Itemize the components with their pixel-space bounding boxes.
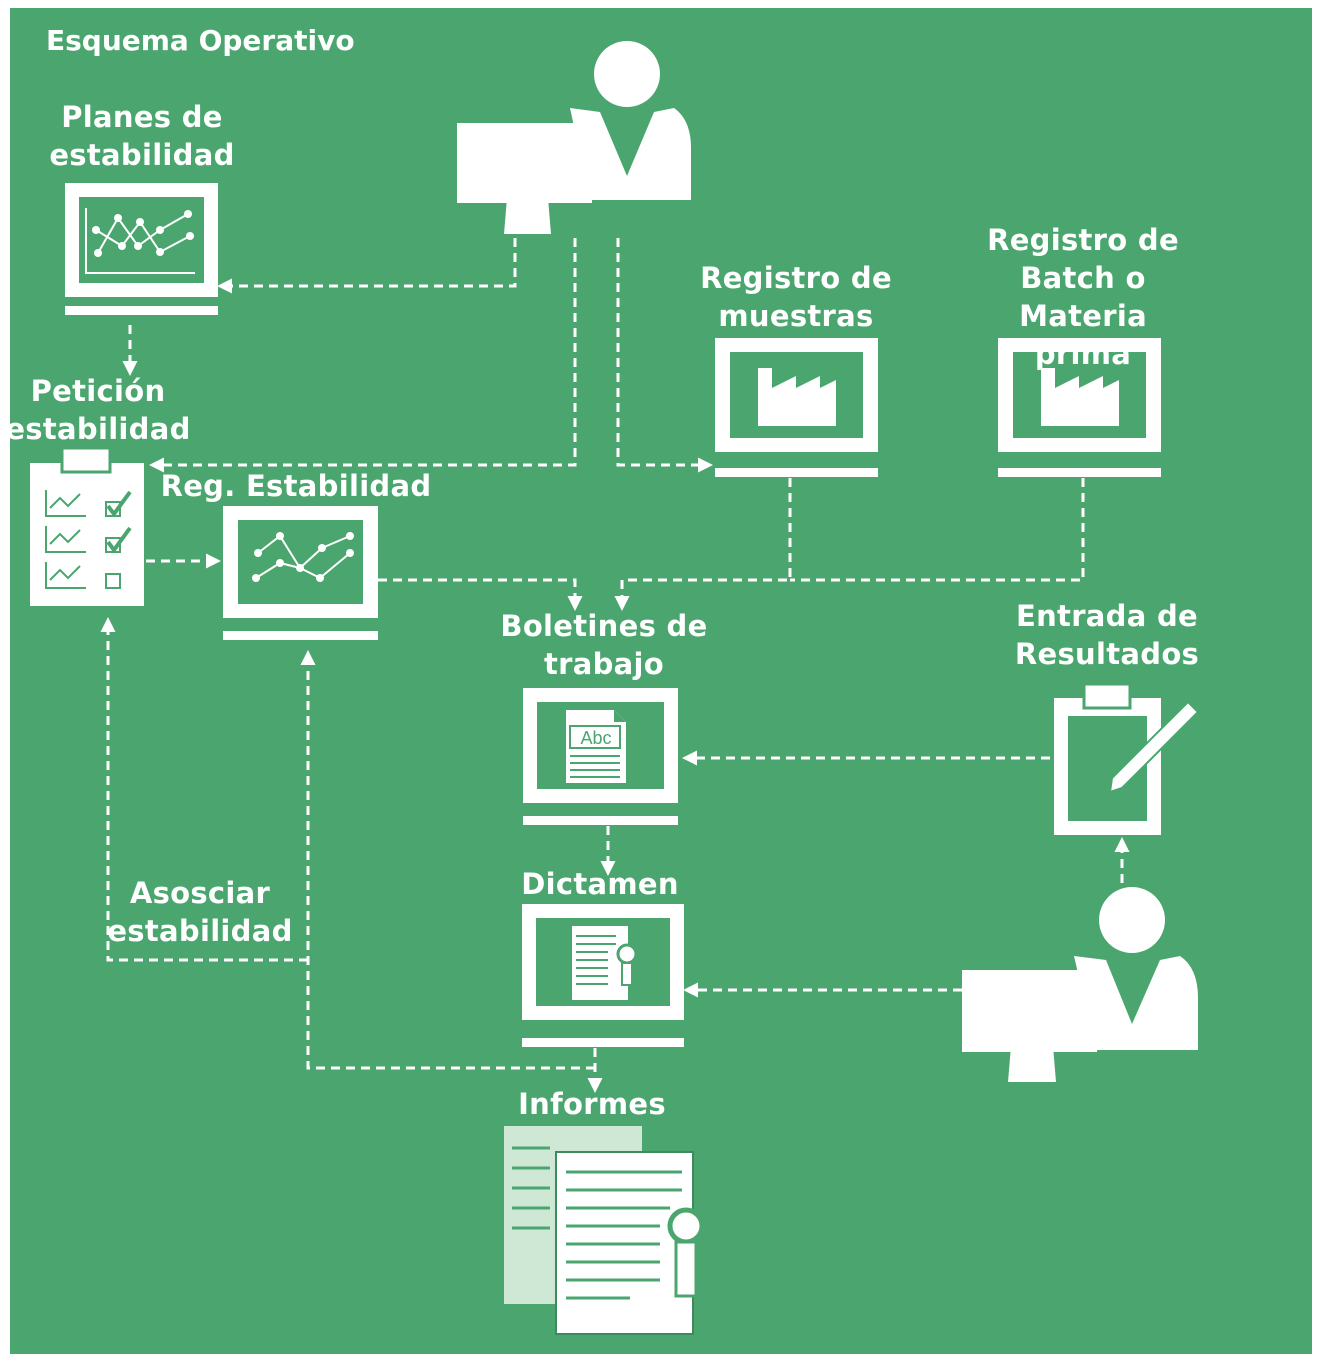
label-registro-batch: Registro de Batch o Materia prima: [987, 223, 1179, 371]
connector-user-to-peticion: [149, 238, 577, 473]
connector-informes-to-regestab: [300, 650, 595, 1070]
reports-icon: [504, 1126, 705, 1335]
factory-monitor-icon: [998, 338, 1161, 477]
label-boletines-trabajo: Boletines de trabajo: [500, 609, 708, 681]
label-reg-estabilidad: Reg. Estabilidad: [160, 469, 432, 503]
diagram-title: Esquema Operativo: [46, 24, 355, 57]
factory-monitor-icon: [715, 338, 878, 477]
user-computer-icon: [457, 41, 691, 234]
document-monitor-icon: [523, 688, 678, 825]
connector-muestras-to-boletines: [614, 478, 792, 611]
user-computer-icon: [962, 887, 1198, 1082]
connector-user-to-muestras: [616, 238, 713, 473]
chart-monitor-icon: [223, 506, 378, 640]
clipboard-pencil-icon: [1054, 682, 1200, 835]
label-peticion-estabilidad: Petición estabilidad: [5, 374, 191, 446]
label-dictamen: Dictamen: [521, 867, 679, 901]
label-informes: Informes: [518, 1087, 666, 1121]
chart-monitor-icon: [65, 183, 218, 315]
certificate-monitor-icon: [522, 904, 684, 1047]
label-registro-muestras: Registro de muestras: [700, 261, 892, 333]
connector-asociar-to-peticion: [100, 617, 308, 962]
document-abc-label: Abc: [580, 728, 611, 748]
label-planes-estabilidad: Planes de estabilidad: [49, 100, 235, 172]
label-asociar-estabilidad: Asosciar estabilidad: [107, 876, 293, 948]
connector-batch-to-boletines: [790, 478, 1085, 582]
connector-user-to-planes: [217, 238, 517, 294]
connectors: [100, 238, 1130, 1093]
connector-regestab-to-boletines: [378, 578, 583, 611]
diagram-graphics: Abc: [30, 41, 1200, 1335]
diagram-canvas: Esquema Operativo: [5, 8, 1312, 1354]
label-entrada-resultados: Entrada de Resultados: [1014, 599, 1200, 671]
clipboard-checklist-icon: [30, 446, 144, 606]
